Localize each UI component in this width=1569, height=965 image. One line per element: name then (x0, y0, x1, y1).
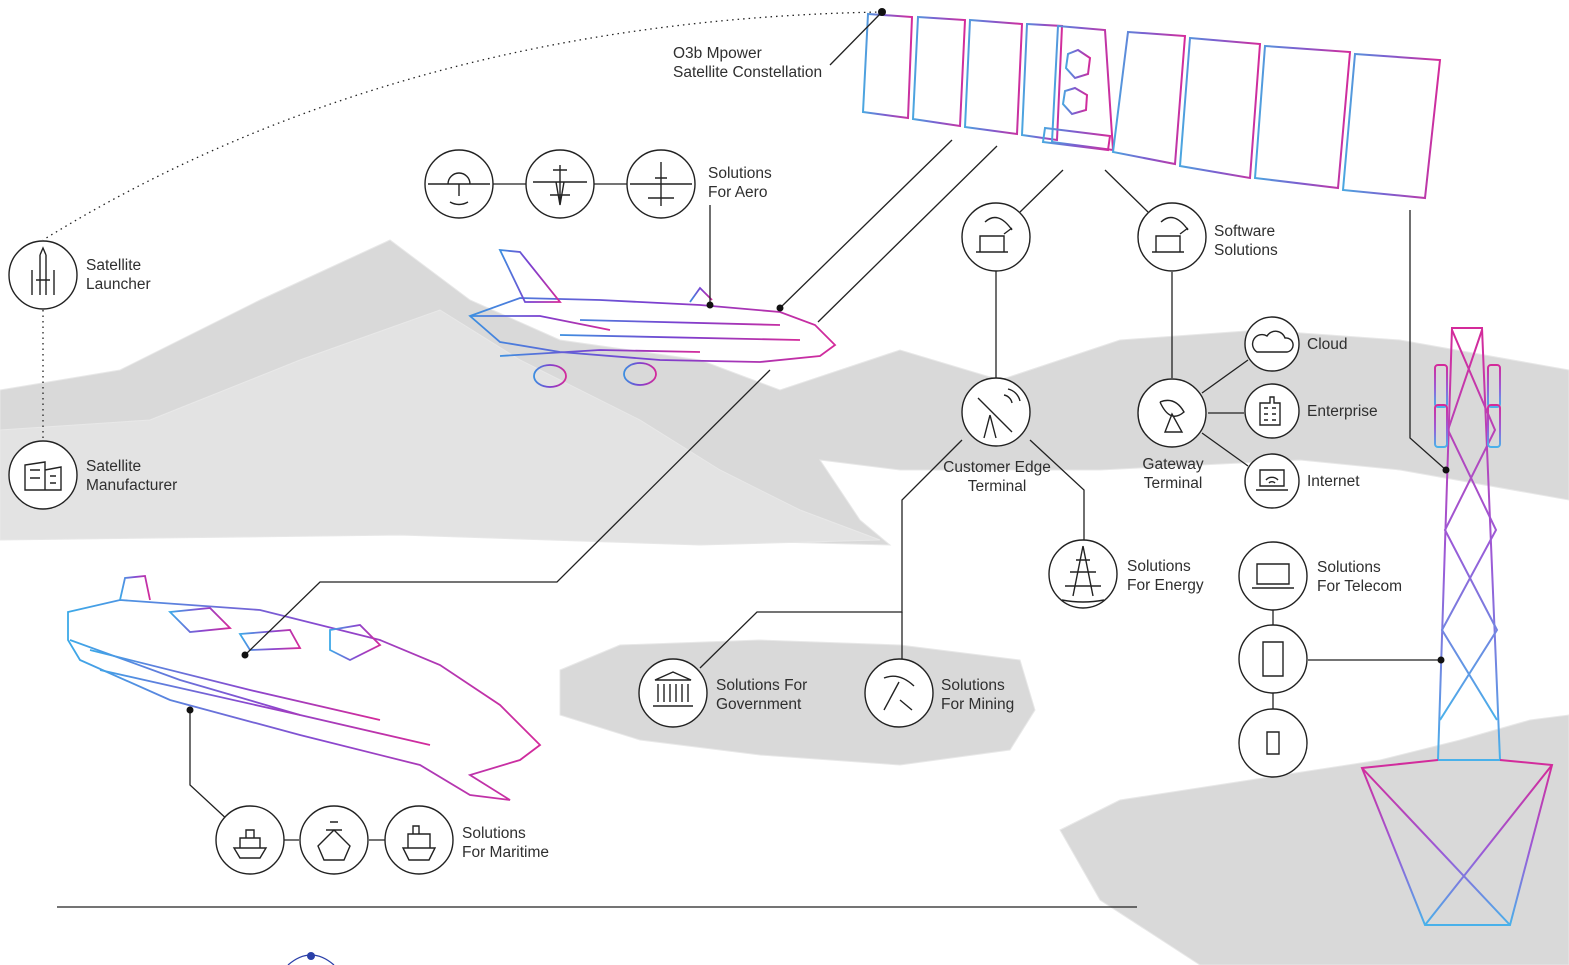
laptop-icon (1239, 542, 1307, 610)
enterprise-label-text: Enterprise (1307, 402, 1378, 421)
government-label-line1: Solutions For (716, 676, 807, 695)
launcher-label: Satellite Launcher (86, 256, 151, 294)
airliner-icon (627, 150, 695, 218)
aero-label-line2: For Aero (708, 183, 772, 202)
pickaxe-icon (865, 659, 933, 727)
constellation-label-line2: Satellite Constellation (673, 63, 822, 82)
launcher-label-line2: Launcher (86, 275, 151, 294)
maritime-label-line1: Solutions (462, 824, 549, 843)
cloud-label: Cloud (1307, 335, 1348, 354)
flat-panel-antenna-icon (962, 378, 1030, 446)
edge-terminal-label-line1: Customer Edge (938, 458, 1056, 477)
internet-label: Internet (1307, 472, 1360, 491)
software-label: Software Solutions (1214, 222, 1278, 260)
rocket-launch-icon (9, 241, 77, 309)
government-label-line2: Government (716, 695, 807, 714)
government-building-icon (639, 659, 707, 727)
satellite-dish-laptop-icon-2 (1138, 203, 1206, 271)
constellation-label-line1: O3b Mpower (673, 44, 822, 63)
gateway-dish-icon (1138, 379, 1206, 447)
gateway-label-line2: Terminal (1128, 474, 1218, 493)
maritime-label-line2: For Maritime (462, 843, 549, 862)
cruise-ship-icon (300, 806, 368, 874)
mining-label-line2: For Mining (941, 695, 1014, 714)
edge-terminal-label: Customer Edge Terminal (938, 458, 1056, 496)
launcher-label-line1: Satellite (86, 256, 151, 275)
business-jet-icon (526, 150, 594, 218)
mining-label-line1: Solutions (941, 676, 1014, 695)
ferry-icon (216, 806, 284, 874)
wifi-laptop-icon (1245, 454, 1299, 508)
factory-icon (9, 441, 77, 509)
aero-label-line1: Solutions (708, 164, 772, 183)
satellite-illustration (863, 14, 1440, 198)
enterprise-label: Enterprise (1307, 402, 1378, 421)
cargo-ship-icon (385, 806, 453, 874)
aero-label: Solutions For Aero (708, 164, 772, 202)
telecom-label-line2: For Telecom (1317, 577, 1402, 596)
energy-label-line2: For Energy (1127, 576, 1204, 595)
oil-rig-icon (1049, 540, 1117, 608)
tablet-icon (1239, 625, 1307, 693)
telecom-label: Solutions For Telecom (1317, 558, 1402, 596)
internet-label-text: Internet (1307, 472, 1360, 491)
gateway-label-line1: Gateway (1128, 455, 1218, 474)
maritime-label: Solutions For Maritime (462, 824, 549, 862)
manufacturer-label: Satellite Manufacturer (86, 457, 177, 495)
edge-terminal-label-line2: Terminal (938, 477, 1056, 496)
ship-illustration (68, 576, 540, 800)
software-label-line1: Software (1214, 222, 1278, 241)
energy-label: Solutions For Energy (1127, 557, 1204, 595)
satellite-dish-laptop-icon (962, 203, 1030, 271)
telecom-label-line1: Solutions (1317, 558, 1402, 577)
manufacturer-label-line2: Manufacturer (86, 476, 177, 495)
mining-label: Solutions For Mining (941, 676, 1014, 714)
office-building-icon (1245, 384, 1299, 438)
government-label: Solutions For Government (716, 676, 807, 714)
constellation-label: O3b Mpower Satellite Constellation (673, 44, 822, 82)
cloud-icon (1245, 317, 1299, 371)
helicopter-icon (425, 150, 493, 218)
gateway-label: Gateway Terminal (1128, 455, 1218, 493)
manufacturer-label-line1: Satellite (86, 457, 177, 476)
energy-label-line1: Solutions (1127, 557, 1204, 576)
cloud-label-text: Cloud (1307, 335, 1348, 354)
software-label-line2: Solutions (1214, 241, 1278, 260)
phone-icon (1239, 709, 1307, 777)
